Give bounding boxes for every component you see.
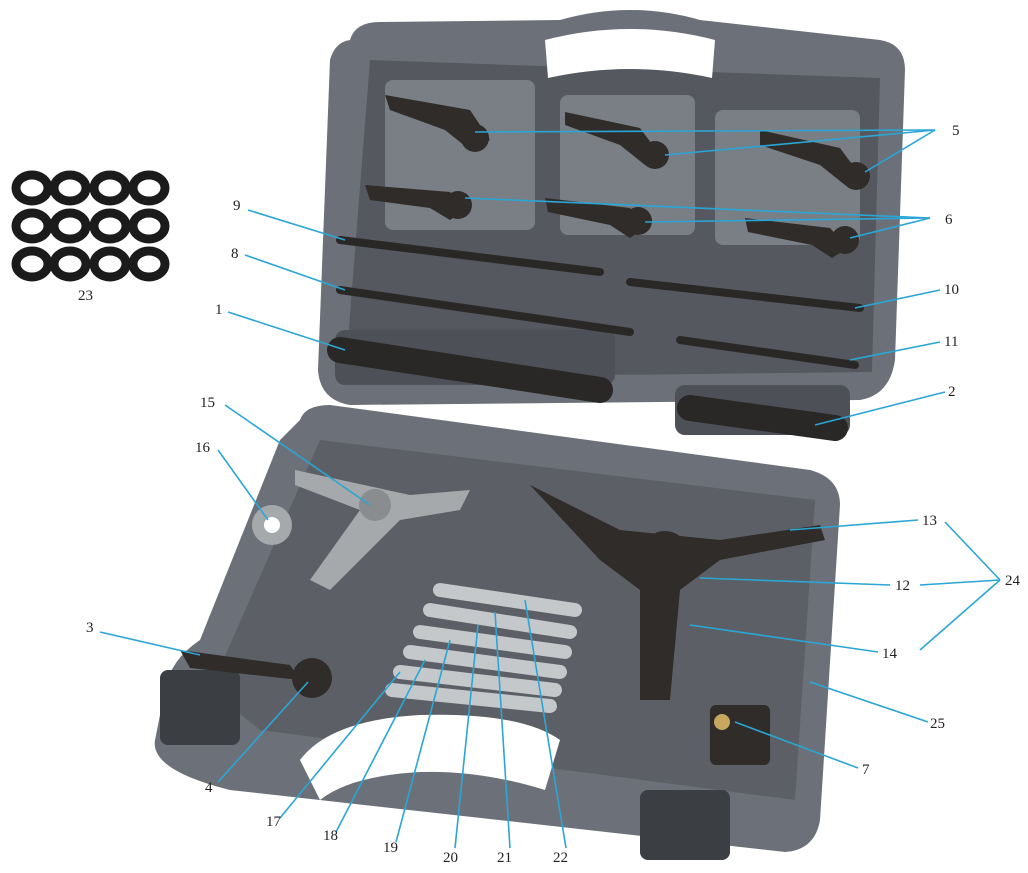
callout-19: 19	[383, 840, 398, 856]
callout-15: 15	[200, 395, 215, 411]
bolt-set	[385, 583, 582, 713]
callout-12: 12	[895, 578, 910, 594]
callout-13: 13	[922, 513, 937, 529]
small-tools	[180, 650, 770, 765]
callout-16: 16	[195, 440, 211, 456]
callout-1: 1	[215, 302, 223, 318]
callout-21: 21	[497, 850, 512, 866]
callout-6: 6	[945, 212, 953, 228]
callout-10: 10	[944, 282, 959, 298]
callout-20: 20	[443, 850, 458, 866]
callout-3: 3	[86, 620, 94, 636]
washer-set	[11, 170, 170, 282]
puller-jaws	[365, 95, 870, 258]
callout-9: 9	[233, 198, 241, 214]
callout-4: 4	[205, 780, 213, 796]
callout-22: 22	[553, 850, 568, 866]
callout-7: 7	[862, 762, 870, 778]
callouts: 5 6 9 8 10 1 11 2 15 16 13 12 24 3 14 25…	[78, 123, 1021, 866]
callout-14: 14	[882, 646, 898, 662]
callout-2: 2	[948, 384, 956, 400]
callout-24: 24	[1005, 573, 1021, 589]
three-arm-plate	[252, 470, 470, 590]
callout-18: 18	[323, 828, 338, 844]
callout-17: 17	[266, 814, 282, 830]
callout-25: 25	[930, 716, 945, 732]
callout-8: 8	[231, 246, 239, 262]
callout-11: 11	[944, 334, 958, 350]
callout-5: 5	[952, 123, 960, 139]
callout-23: 23	[78, 288, 93, 304]
claw-puller	[530, 485, 825, 700]
leader-lines	[99, 129, 1001, 849]
rods	[327, 236, 864, 441]
